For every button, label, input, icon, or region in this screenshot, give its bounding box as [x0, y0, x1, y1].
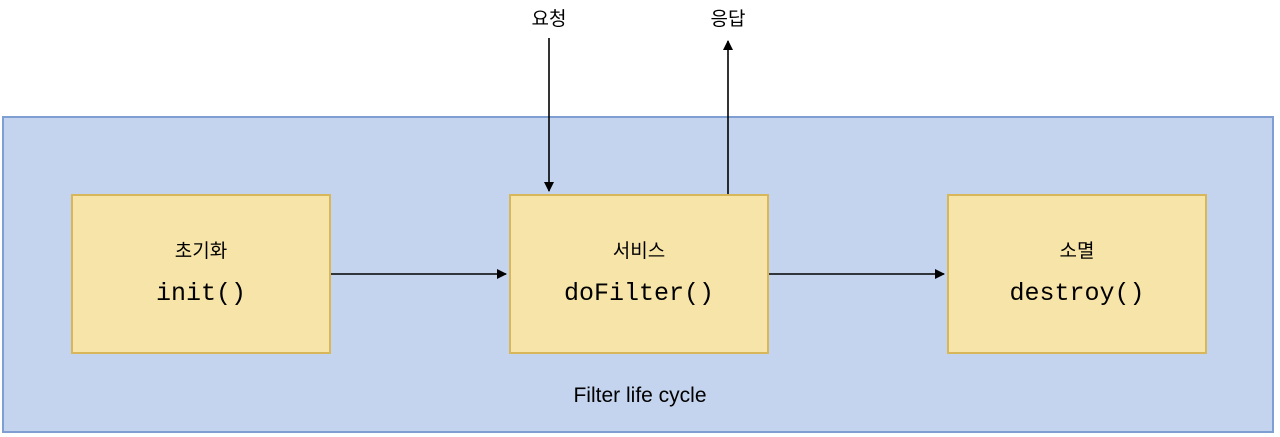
stage-init-box: 초기화 init() — [71, 194, 331, 354]
stage-destroy-box: 소멸 destroy() — [947, 194, 1207, 354]
stage-service-box: 서비스 doFilter() — [509, 194, 769, 354]
request-label: 요청 — [531, 8, 567, 30]
stage-init-method: init() — [155, 279, 246, 308]
stage-service-method: doFilter() — [563, 279, 715, 308]
stage-init-label: 초기화 — [174, 240, 228, 262]
stage-destroy-method: destroy() — [1009, 279, 1145, 308]
response-label: 응답 — [710, 8, 746, 30]
diagram-caption: Filter life cycle — [573, 384, 707, 407]
stage-destroy-label: 소멸 — [1059, 240, 1095, 262]
stage-service-label: 서비스 — [612, 240, 666, 262]
